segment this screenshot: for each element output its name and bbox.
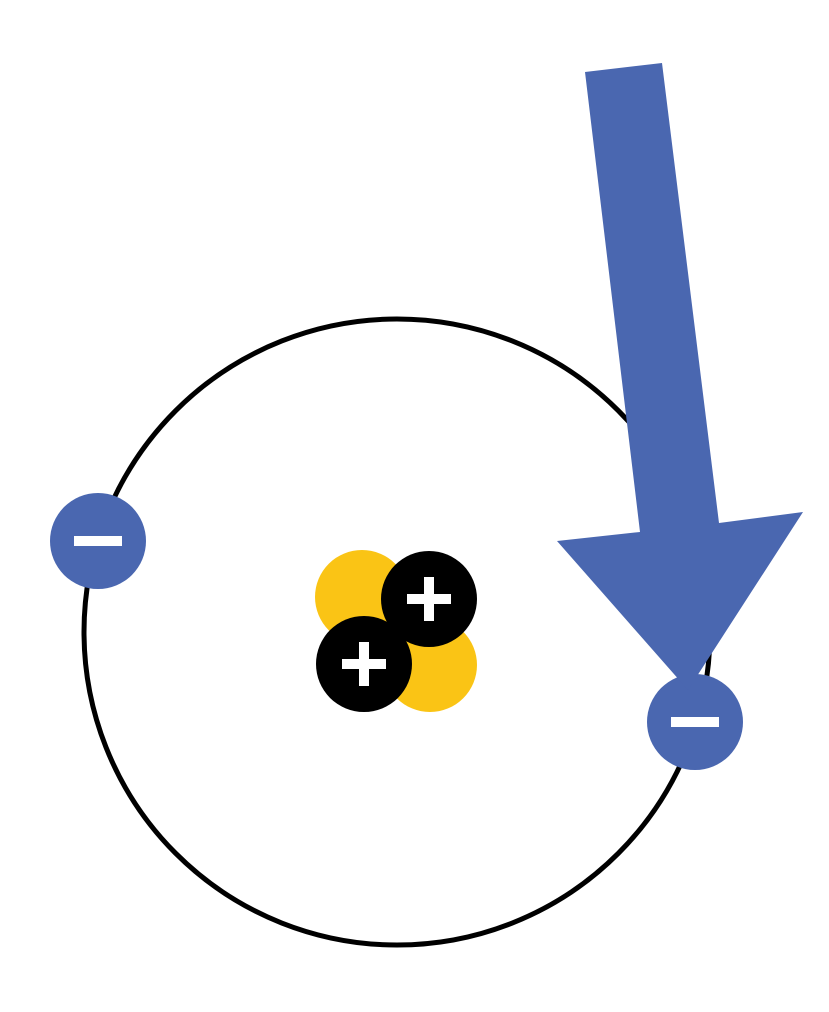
electron-right	[647, 674, 743, 770]
plus-icon	[359, 642, 369, 686]
minus-icon	[671, 717, 719, 727]
nucleus	[315, 550, 477, 712]
arrow-down-icon	[557, 63, 803, 690]
neutron-bottom-right	[383, 618, 477, 712]
proton-top-right	[381, 551, 477, 647]
plus-icon	[424, 577, 434, 621]
proton-bottom-left	[316, 616, 412, 712]
electron-left	[50, 493, 146, 589]
minus-icon	[74, 536, 122, 546]
neutron-top-left	[315, 550, 409, 644]
